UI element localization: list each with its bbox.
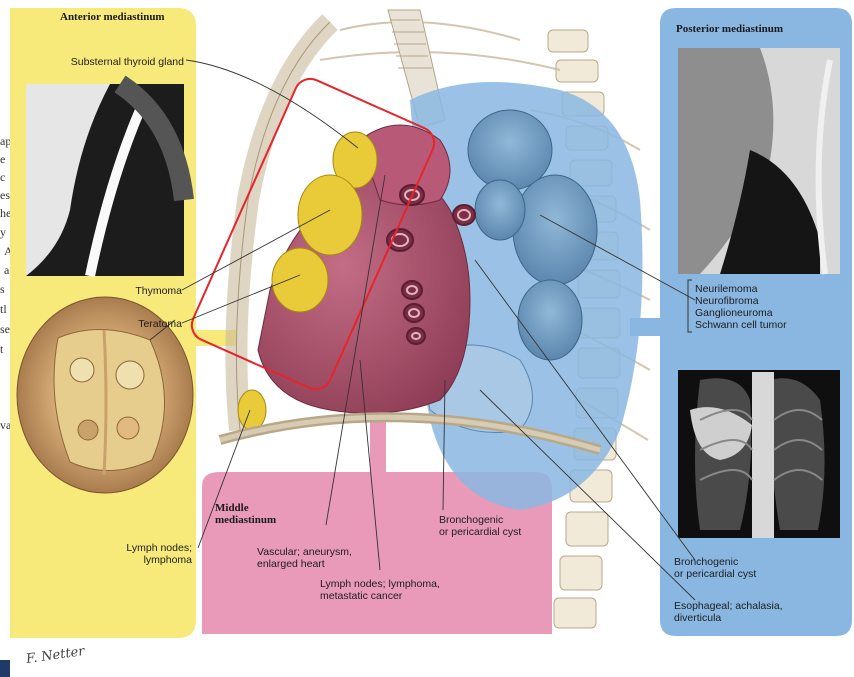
label-substernal-thyroid: Substernal thyroid gland bbox=[71, 56, 184, 68]
label-esophageal-line2: diverticula bbox=[674, 612, 721, 624]
label-middle-bronchogenic-line1: Bronchogenic bbox=[439, 514, 503, 526]
label-posterior-bronchogenic-line2: or pericardial cyst bbox=[674, 568, 756, 580]
label-anterior-lymph-line1: Lymph nodes; bbox=[126, 542, 192, 554]
xray-anterior bbox=[26, 84, 184, 276]
label-vascular-line2: enlarged heart bbox=[257, 558, 325, 570]
xray-posterior-pa bbox=[678, 370, 840, 538]
label-posterior-bronchogenic-line1: Bronchogenic bbox=[674, 556, 738, 568]
posterior-title: Posterior mediastinum bbox=[676, 23, 783, 35]
label-anterior-lymph-line2: lymphoma bbox=[144, 554, 192, 566]
label-schwann-cell-tumor: Schwann cell tumor bbox=[695, 319, 787, 331]
middle-title-line2: mediastinum bbox=[215, 514, 276, 526]
label-neurofibroma: Neurofibroma bbox=[695, 295, 759, 307]
anterior-title: Anterior mediastinum bbox=[60, 11, 165, 23]
label-vascular-line1: Vascular; aneurysm, bbox=[257, 546, 352, 558]
label-middle-lymph-line1: Lymph nodes; lymphoma, bbox=[320, 578, 440, 590]
xray-posterior-lateral bbox=[678, 48, 840, 274]
label-teratoma: Teratoma bbox=[138, 318, 182, 330]
label-middle-lymph-line2: metastatic cancer bbox=[320, 590, 402, 602]
label-thymoma: Thymoma bbox=[135, 285, 182, 297]
label-neurilemoma: Neurilemoma bbox=[695, 283, 757, 295]
label-esophageal-line1: Esophageal; achalasia, bbox=[674, 600, 783, 612]
label-middle-bronchogenic-line2: or pericardial cyst bbox=[439, 526, 521, 538]
middle-title-line1: Middle bbox=[215, 502, 249, 514]
label-ganglioneuroma: Ganglioneuroma bbox=[695, 307, 773, 319]
